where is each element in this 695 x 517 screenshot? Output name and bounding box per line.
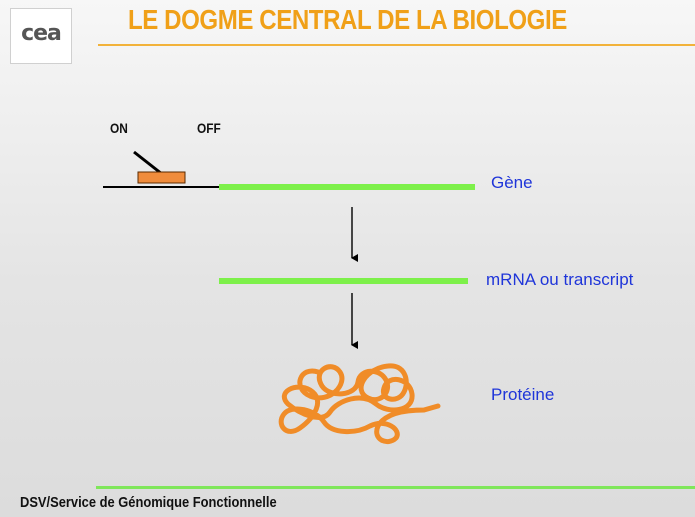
switch-on-label: ON bbox=[110, 120, 128, 136]
switch-box bbox=[137, 171, 186, 184]
gene-label: Gène bbox=[491, 173, 533, 192]
mrna-label: mRNA ou transcript bbox=[486, 270, 634, 289]
title-underline bbox=[98, 44, 695, 46]
page-title: LE DOGME CENTRAL DE LA BIOLOGIE bbox=[128, 4, 567, 35]
footer-text: DSV/Service de Génomique Fonctionnelle bbox=[20, 494, 277, 511]
switch-lever bbox=[133, 150, 163, 176]
logo-text: cea bbox=[21, 21, 62, 46]
switch-off-label: OFF bbox=[197, 120, 221, 136]
cea-logo: cea bbox=[10, 8, 72, 64]
protein-squiggle bbox=[278, 363, 441, 444]
protein-label: Protéine bbox=[491, 385, 555, 404]
footer-divider bbox=[96, 486, 695, 489]
